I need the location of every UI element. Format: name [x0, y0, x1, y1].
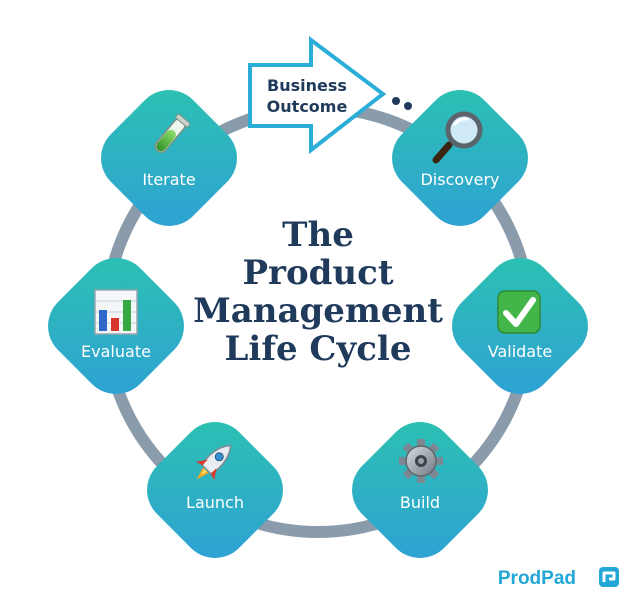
arrow-dots: [392, 97, 412, 110]
gear-icon: [399, 439, 443, 483]
stage-label-build: Build: [400, 493, 440, 512]
title-line-4: Life Cycle: [225, 329, 412, 369]
stage-launch: Launch: [147, 422, 283, 558]
title-line-1: The: [282, 215, 354, 255]
prodpad-logo: ProdPad: [498, 567, 619, 589]
arrow-label-line-1: Business: [267, 76, 347, 95]
arrow-label-line-2: Outcome: [267, 97, 348, 116]
stage-label-iterate: Iterate: [142, 170, 195, 189]
stage-label-discovery: Discovery: [420, 170, 499, 189]
stage-label-evaluate: Evaluate: [81, 342, 151, 361]
bar-chart-icon: [94, 289, 138, 335]
stage-discovery: Discovery: [392, 90, 528, 226]
check-mark-box-icon: [497, 290, 541, 334]
brand-name: ProdPad: [498, 568, 576, 589]
rocket-icon: [195, 444, 232, 481]
stage-label-validate: Validate: [488, 342, 552, 361]
stage-validate: Validate: [452, 258, 588, 394]
business-outcome-arrow: Business Outcome: [248, 36, 387, 155]
test-tube-icon: [154, 113, 191, 153]
title-line-2: Product: [242, 253, 393, 293]
stage-evaluate: Evaluate: [48, 258, 184, 394]
title-line-3: Management: [193, 291, 443, 331]
stage-build: Build: [352, 422, 488, 558]
prodpad-logo-icon: [599, 567, 619, 587]
stage-iterate: Iterate: [101, 90, 237, 226]
diagram-title: The Product Management Life Cycle: [193, 215, 443, 369]
magnifying-glass-icon: [432, 111, 483, 164]
stage-label-launch: Launch: [186, 493, 244, 512]
